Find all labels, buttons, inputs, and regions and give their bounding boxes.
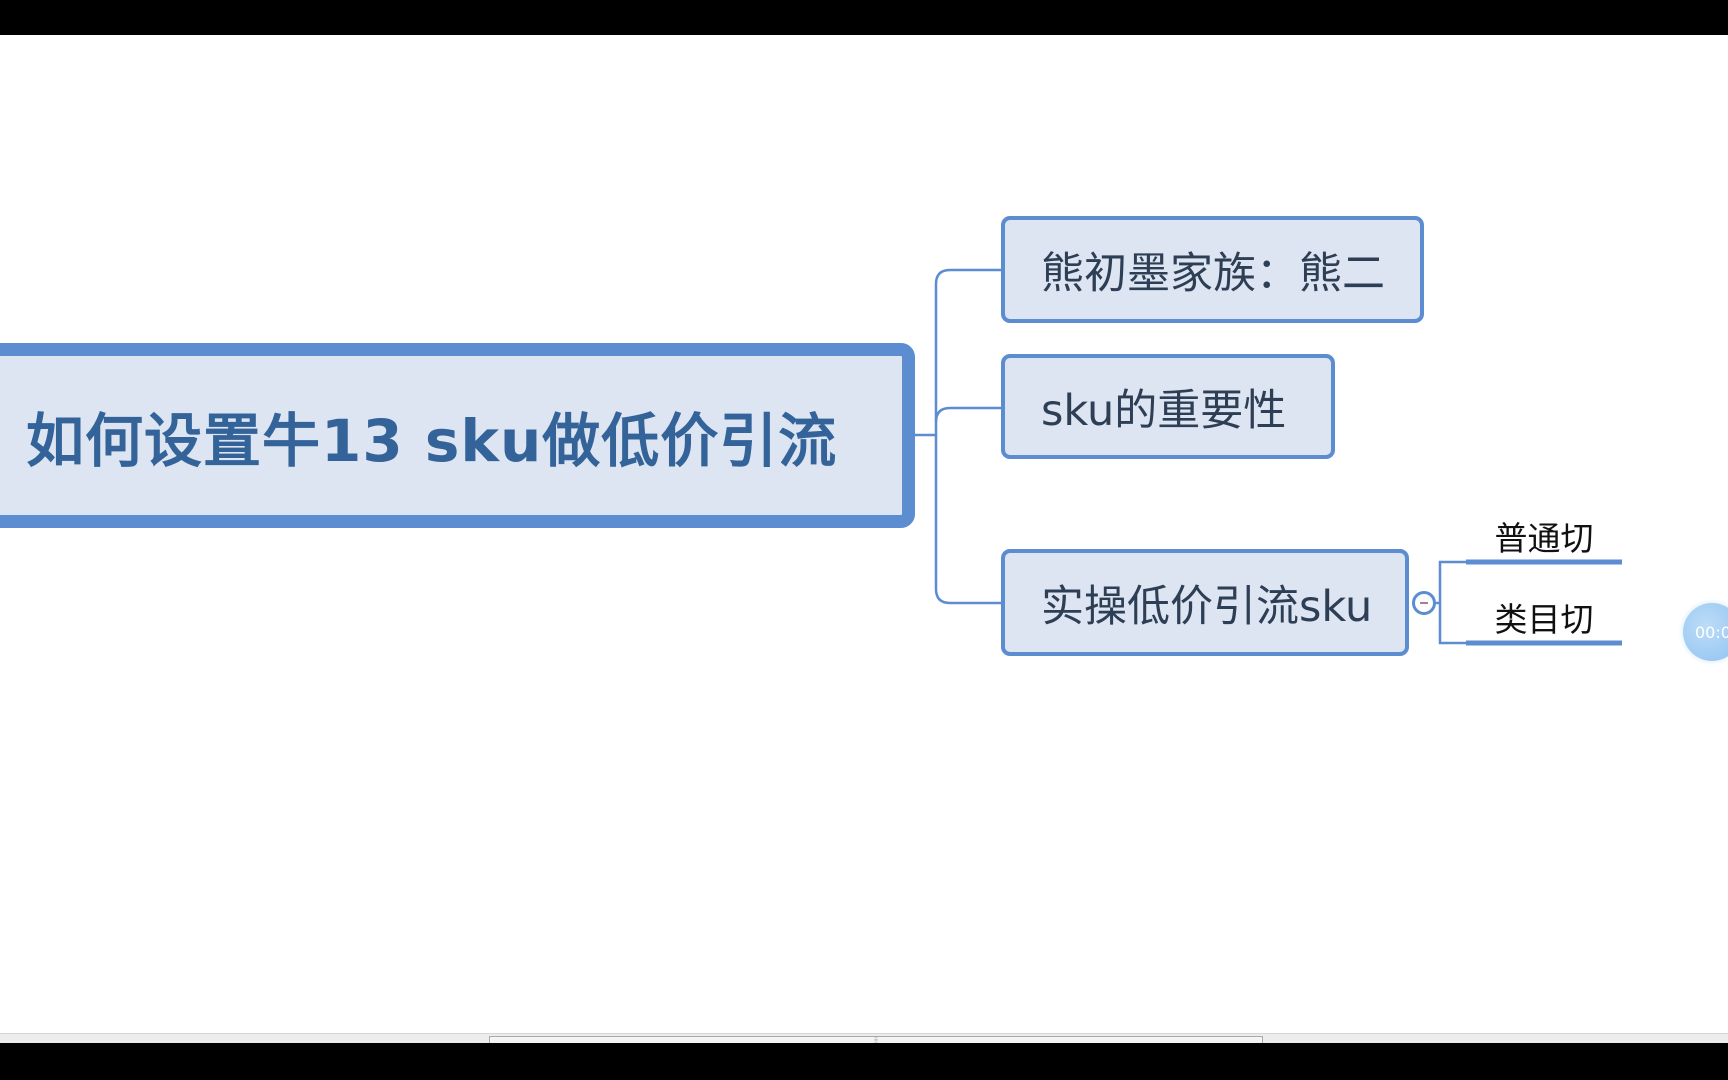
branch-connector-1 <box>934 268 1001 605</box>
timer-text: 00:00 <box>1694 622 1728 642</box>
topic-sku-importance[interactable]: sku的重要性 <box>1001 354 1335 459</box>
bottom-letterbox <box>0 1043 1728 1080</box>
root-topic-label: 如何设置牛13 sku做低价引流 <box>26 406 838 475</box>
topic-label: 实操低价引流sku <box>1041 581 1373 632</box>
sub-connector <box>1436 560 1466 645</box>
branch-connector-2 <box>934 406 1001 423</box>
timer-widget[interactable]: 00:00 <box>1683 603 1728 661</box>
subtopic-normal-cut[interactable]: 普通切 <box>1494 519 1594 558</box>
subtopic-category-cut[interactable]: 类目切 <box>1494 600 1594 639</box>
topic-label: sku的重要性 <box>1041 385 1287 436</box>
topic-xiong-family[interactable]: 熊初墨家族：熊二 <box>1001 216 1424 323</box>
topic-label: 熊初墨家族：熊二 <box>1041 248 1385 299</box>
grip-icon: ⦙⦙ <box>874 1036 878 1045</box>
collapse-toggle-icon[interactable] <box>1412 591 1436 615</box>
root-topic[interactable]: 如何设置牛13 sku做低价引流 <box>0 343 915 528</box>
topic-practical-sku[interactable]: 实操低价引流sku <box>1001 549 1409 656</box>
top-letterbox <box>0 0 1728 35</box>
